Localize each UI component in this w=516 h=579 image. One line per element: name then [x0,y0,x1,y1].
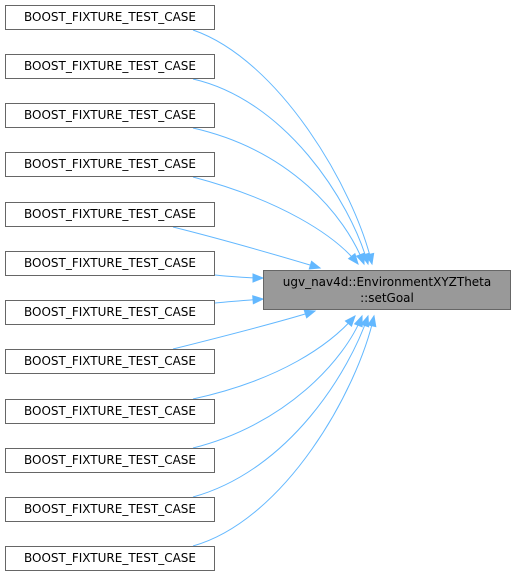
call-edge-11 [192,315,369,498]
call-edge-arrowhead-3 [355,252,365,266]
call-edge-arrowhead-8 [303,309,317,319]
caller-node-8[interactable]: BOOST_FIXTURE_TEST_CASE [5,349,215,374]
caller-node-2[interactable]: BOOST_FIXTURE_TEST_CASE [5,54,215,79]
caller-node-4[interactable]: BOOST_FIXTURE_TEST_CASE [5,152,215,177]
call-edge-arrowhead-9 [344,314,356,328]
caller-node-7[interactable]: BOOST_FIXTURE_TEST_CASE [5,300,215,325]
call-edge-arrowhead-4 [347,252,359,266]
call-edge-1 [192,29,373,265]
call-edge-3 [192,127,365,265]
call-edge-9 [192,315,356,400]
caller-node-10[interactable]: BOOST_FIXTURE_TEST_CASE [5,448,215,473]
call-edge-arrowhead-7 [252,295,265,305]
call-edge-2 [192,78,369,265]
call-edge-arrowhead-6 [252,273,265,283]
caller-node-3[interactable]: BOOST_FIXTURE_TEST_CASE [5,103,215,128]
target-function-node[interactable]: ugv_nav4d::EnvironmentXYZTheta ::setGoal [263,270,511,310]
call-edge-arrowhead-11 [360,314,370,328]
call-edge-arrowhead-5 [308,260,322,270]
target-function-class: ugv_nav4d::EnvironmentXYZTheta [282,275,492,289]
caller-node-5[interactable]: BOOST_FIXTURE_TEST_CASE [5,202,215,227]
call-edge-arrowhead-12 [367,314,377,328]
call-edge-4 [192,176,359,265]
caller-node-1[interactable]: BOOST_FIXTURE_TEST_CASE [5,5,215,30]
call-edge-5 [172,226,321,269]
call-edge-arrowhead-10 [353,314,363,328]
caller-node-6[interactable]: BOOST_FIXTURE_TEST_CASE [5,251,215,276]
call-edge-12 [192,315,375,547]
call-edge-8 [172,310,316,350]
target-function-method: ::setGoal [360,291,414,305]
caller-node-9[interactable]: BOOST_FIXTURE_TEST_CASE [5,399,215,424]
call-edge-10 [192,315,363,449]
caller-node-11[interactable]: BOOST_FIXTURE_TEST_CASE [5,497,215,522]
caller-node-12[interactable]: BOOST_FIXTURE_TEST_CASE [5,546,215,571]
